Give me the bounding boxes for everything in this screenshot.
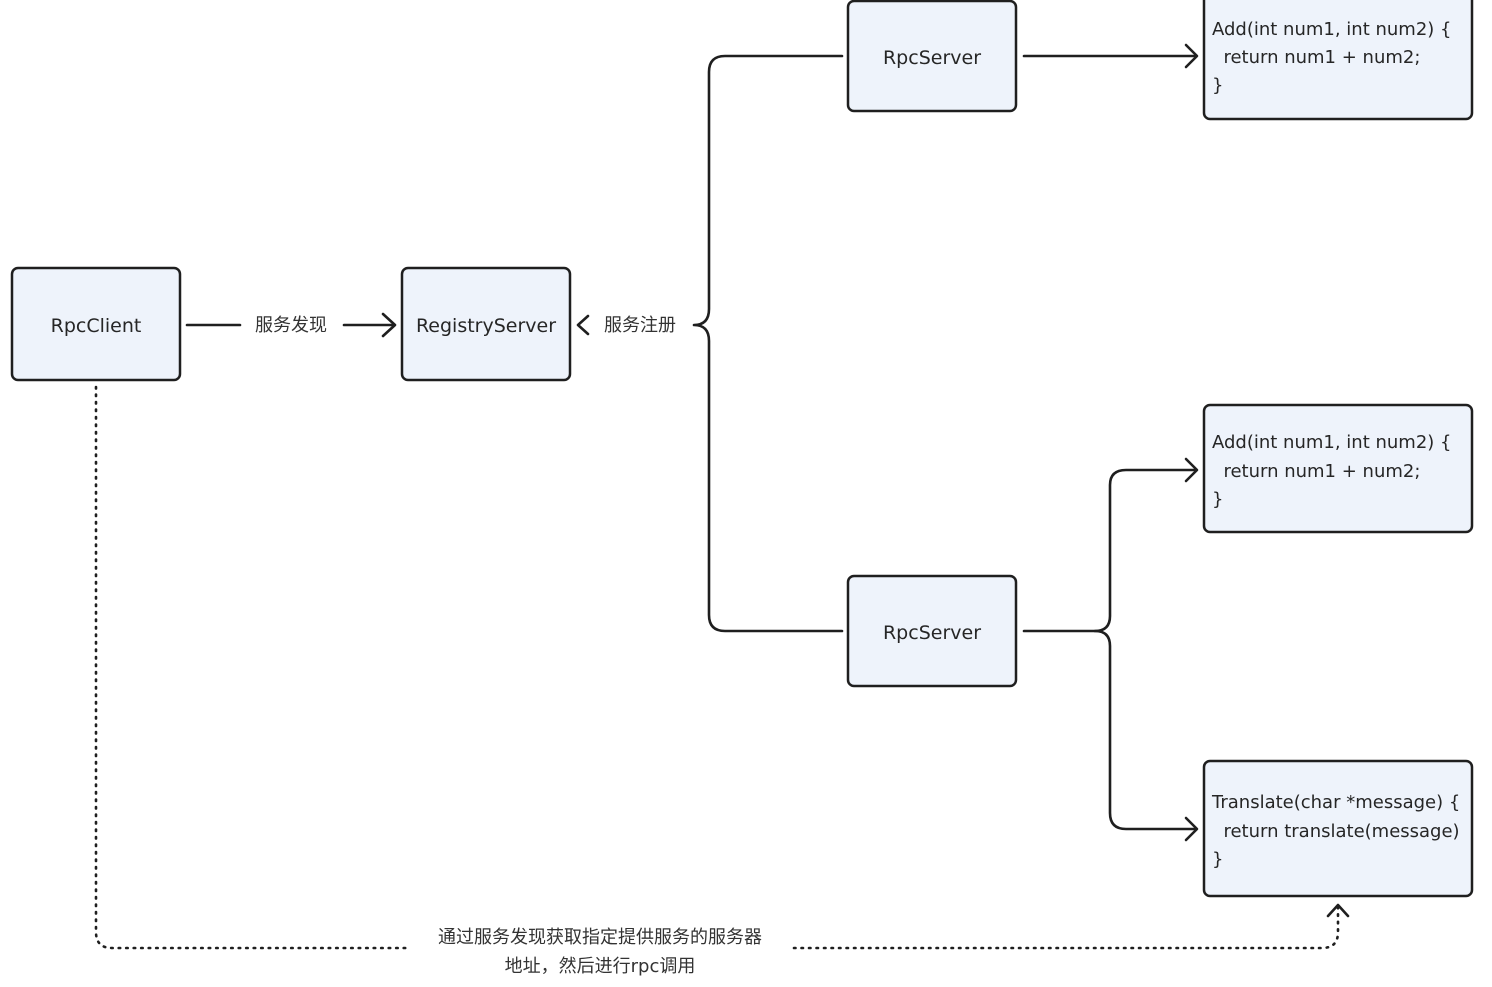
rpc-call-edge (94, 385, 1350, 950)
rpc-client-node[interactable]: RpcClient (10, 266, 182, 382)
rpc-server-2-label: RpcServer (883, 622, 981, 644)
discovery-edge (185, 312, 397, 338)
discovery-label: 服务发现 (255, 315, 327, 336)
add-2-line-1: Add(int num1, int num2) { (1212, 432, 1452, 453)
add-1-line-2: return num1 + num2; (1212, 47, 1420, 68)
add-1-line-1: Add(int num1, int num2) { (1212, 19, 1452, 40)
register-label: 服务注册 (604, 315, 676, 336)
rpc-client-label: RpcClient (51, 315, 142, 337)
add-2-line-2: return num1 + num2; (1212, 461, 1420, 482)
rpc-server-node-1[interactable]: RpcServer (846, 0, 1018, 113)
registry-server-label: RegistryServer (416, 315, 556, 337)
translate-line-2: return translate(message) (1212, 821, 1460, 842)
call-label-line1: 通过服务发现获取指定提供服务的服务器 (438, 927, 762, 948)
add-method-block-1[interactable]: Add(int num1, int num2) { return num1 + … (1202, 0, 1474, 121)
rpc-server-1-label: RpcServer (883, 47, 981, 69)
translate-line-1: Translate(char *message) { (1211, 792, 1460, 813)
add-1-line-3: } (1212, 75, 1223, 96)
add-method-block-2[interactable]: Add(int num1, int num2) { return num1 + … (1202, 403, 1474, 534)
server1-to-add-edge (1022, 43, 1199, 69)
add-2-line-3: } (1212, 489, 1223, 510)
registry-server-node[interactable]: RegistryServer (400, 266, 572, 382)
rpc-server-node-2[interactable]: RpcServer (846, 574, 1018, 688)
translate-line-3: } (1212, 849, 1223, 870)
translate-method-block[interactable]: Translate(char *message) { return transl… (1202, 759, 1474, 898)
register-edge (576, 54, 844, 633)
call-label-line2: 地址，然后进行rpc调用 (505, 956, 696, 977)
server2-to-methods-edge (1022, 457, 1199, 842)
